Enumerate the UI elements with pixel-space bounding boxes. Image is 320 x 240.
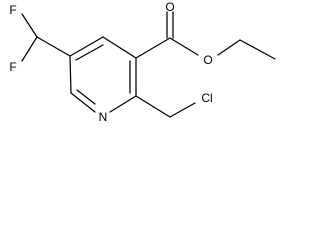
bond-ring-c5-c6 [69, 55, 72, 94]
atom-label-chlorine: Cl [201, 91, 212, 105]
bond-ch2-cl [169, 102, 196, 118]
atom-label-fluorine-top: F [9, 3, 16, 17]
bond-ring-n-c2 [109, 95, 137, 113]
bond-ring-carbonyl-carbon [135, 37, 171, 59]
bond-f-top-cf2 [21, 13, 38, 38]
bond-ring-c6-n [70, 92, 96, 113]
chemical-structure: F F O O N Cl [9, 0, 276, 124]
atom-label-ester-oxygen: O [203, 53, 212, 67]
bond-cf2-ring [36, 36, 71, 57]
bond-ring-c3-c4 [102, 36, 137, 59]
bond-ring-c6-n-inner [76, 89, 96, 105]
atom-label-fluorine-bottom: F [9, 60, 16, 74]
bond-ring-c4-c5-inner [75, 44, 104, 61]
atom-label-carbonyl-oxygen: O [165, 0, 174, 14]
bond-ethyl-methyl [239, 39, 276, 60]
atom-label-ring-nitrogen: N [99, 110, 108, 124]
bond-f-bottom-cf2 [21, 36, 38, 62]
bond-ester-oxygen-ethyl [217, 39, 241, 56]
bond-ring-ch2 [135, 95, 171, 118]
bond-carbonyl-ester-oxygen [169, 37, 199, 56]
bond-ring-c4-c5 [69, 36, 104, 57]
